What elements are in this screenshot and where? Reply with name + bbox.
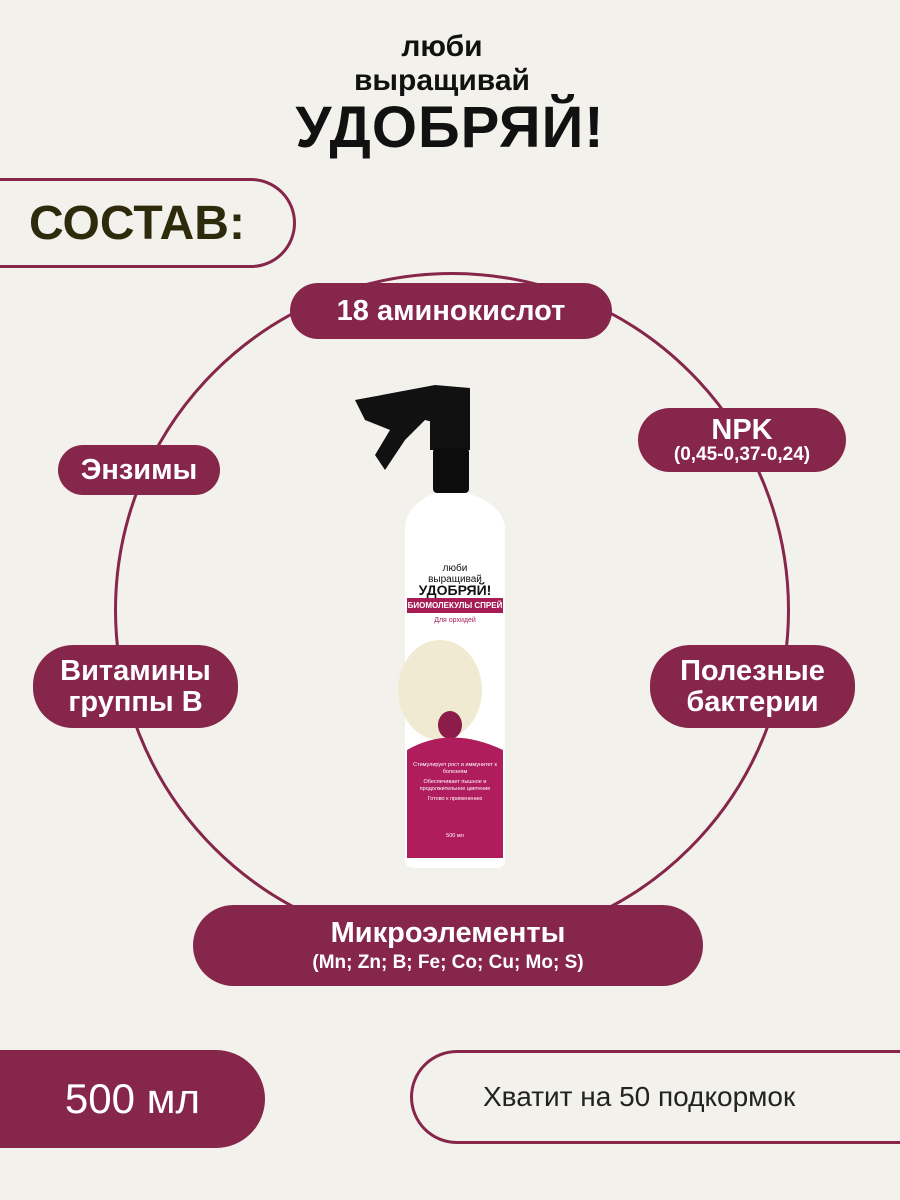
pill-text: группы В <box>68 685 203 718</box>
volume-text: 500 мл <box>64 1075 201 1122</box>
heading-text: СОСТАВ: <box>29 196 245 250</box>
composition-heading: СОСТАВ: <box>0 178 296 268</box>
brand-logo: люби выращивай УДОБРЯЙ! <box>0 30 900 158</box>
label-volume: 500 мл <box>446 833 464 839</box>
volume-badge: 500 мл <box>0 1050 265 1148</box>
usage-text: Хватит на 50 подкормок <box>483 1081 796 1112</box>
label-logo2: выращивай <box>428 574 482 585</box>
pill-text: Полезные <box>680 655 825 688</box>
label-benefit: Стимулирует рост и иммунитет к болезням <box>413 762 497 775</box>
label-product: БИОМОЛЕКУЛЫ СПРЕЙ <box>407 598 503 613</box>
pill-npk: NPK(0,45-0,37-0,24) <box>638 408 846 472</box>
label-logo1: люби <box>442 563 468 574</box>
usage-badge: Хватит на 50 подкормок <box>410 1050 900 1144</box>
logo-line3: УДОБРЯЙ! <box>295 95 605 160</box>
label-benefit: Обеспечивает пышное и продолжительное цв… <box>419 779 491 792</box>
label-benefit: Готово к применению <box>427 796 483 802</box>
pill-detail: (Mn; Zn; B; Fe; Co; Cu; Mo; S) <box>312 951 584 973</box>
logo-line2: выращивай <box>353 64 530 97</box>
pill-enzymes: Энзимы <box>58 445 220 495</box>
pill-amino: 18 аминокислот <box>290 283 612 339</box>
pill-detail: (0,45-0,37-0,24) <box>673 444 811 466</box>
pill-micro: Микроэлементы(Mn; Zn; B; Fe; Co; Cu; Mo;… <box>193 905 703 986</box>
pill-text: NPK <box>711 413 773 446</box>
pill-text: Витамины <box>60 655 211 688</box>
pill-text: Микроэлементы <box>330 917 566 950</box>
pill-text: Энзимы <box>80 453 198 486</box>
label-logo3: УДОБРЯЙ! <box>418 582 492 598</box>
pill-text: 18 аминокислот <box>336 294 566 327</box>
product-bottle-image: люби выращивай УДОБРЯЙ! БИОМОЛЕКУЛЫ СПРЕ… <box>345 380 515 870</box>
logo-line1: люби <box>401 30 483 63</box>
label-for: Для орхидей <box>434 617 476 624</box>
pill-text: бактерии <box>686 685 819 718</box>
